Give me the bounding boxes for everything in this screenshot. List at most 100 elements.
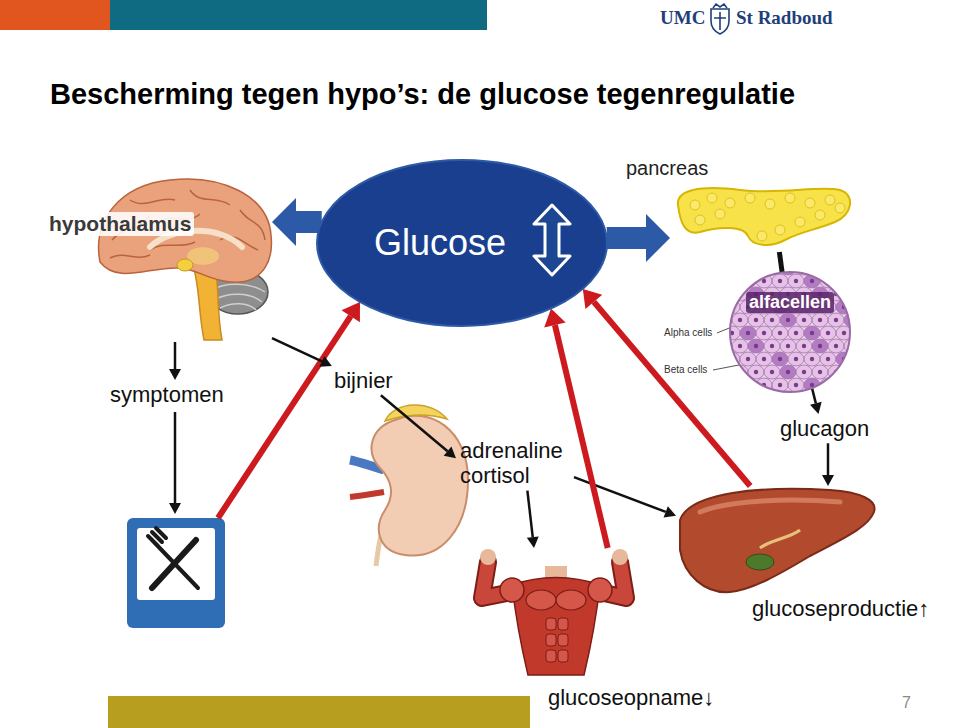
cell-nucleus <box>850 370 854 374</box>
cell-nucleus <box>722 370 726 374</box>
cell-nucleus <box>842 383 846 387</box>
cell <box>724 352 740 366</box>
connector-arrow <box>527 491 539 548</box>
cell <box>764 313 780 327</box>
arrowhead <box>822 475 834 486</box>
cell <box>740 326 756 340</box>
cell-nucleus <box>834 396 838 400</box>
cell <box>836 378 852 392</box>
pancreas-lobule <box>707 193 717 203</box>
food-icon-fork <box>148 528 198 588</box>
cell-nucleus <box>810 357 814 361</box>
cell <box>716 339 732 353</box>
connector-arrow <box>779 252 782 273</box>
cell-nucleus <box>858 357 862 361</box>
chest-muscle <box>556 590 586 610</box>
cell-nucleus <box>786 266 790 270</box>
cell-nucleus <box>842 279 846 283</box>
cell-nucleus <box>858 383 862 387</box>
cell-nucleus <box>818 266 822 270</box>
cell-nucleus <box>802 266 806 270</box>
cell-nucleus <box>794 279 798 283</box>
cell <box>828 313 844 327</box>
arrowhead <box>810 402 822 414</box>
cell-nucleus <box>834 344 838 348</box>
connector-line <box>174 342 177 369</box>
text-node: bijnier <box>330 366 397 395</box>
cell <box>788 274 804 288</box>
cell-nucleus <box>818 396 822 400</box>
pancreas-lobule <box>775 225 785 235</box>
cell <box>852 326 868 340</box>
food-icon-inner <box>137 528 215 600</box>
slide-title: Bescherming tegen hypo’s: de glucose teg… <box>50 78 795 111</box>
cell-nucleus <box>810 279 814 283</box>
node-text: hypothalamus <box>46 212 194 236</box>
cell-circle-ground <box>730 272 850 392</box>
cell-nucleus <box>826 331 830 335</box>
cell-nucleus <box>754 370 758 374</box>
node-text: adrenaline cortisol <box>456 436 574 491</box>
cell <box>812 313 828 327</box>
cell-nucleus <box>722 292 726 296</box>
cell <box>780 365 796 379</box>
cell-nucleus <box>826 357 830 361</box>
cell-nucleus <box>810 331 814 335</box>
cell <box>772 326 788 340</box>
cerebrum-fold <box>190 190 230 205</box>
cell-nucleus <box>818 318 822 322</box>
cell <box>764 339 780 353</box>
arrowhead <box>583 289 602 309</box>
pancreas-lobule <box>805 198 815 208</box>
node-text: glucagon <box>776 414 873 443</box>
pancreas-lobule <box>715 209 725 219</box>
cell-nucleus <box>754 396 758 400</box>
connector-arrow <box>544 309 607 548</box>
cell <box>796 339 812 353</box>
cell <box>716 287 732 301</box>
abdominal-muscle <box>558 618 568 630</box>
cell-nucleus <box>818 370 822 374</box>
cell-circle-drawing <box>730 272 850 392</box>
cell <box>812 261 828 275</box>
arrowhead <box>527 536 539 548</box>
torso <box>512 578 600 676</box>
kidney-shape <box>372 416 468 556</box>
glucose-ellipse: Glucose <box>317 160 607 326</box>
drawing-group <box>317 160 607 326</box>
label-holder: Beta cells <box>664 364 707 376</box>
connector-line <box>272 338 322 361</box>
cell-circle: alfacellen <box>730 272 850 392</box>
cell-nucleus <box>754 318 758 322</box>
brain-illustration: hypothalamus <box>44 176 272 342</box>
hypothalamus-spot <box>177 259 193 271</box>
pancreas-lobule <box>785 193 795 203</box>
cell-nucleus <box>722 344 726 348</box>
cell <box>724 326 740 340</box>
cell-nucleus <box>770 266 774 270</box>
cell <box>796 391 812 405</box>
cell-label: Beta cells <box>664 364 707 376</box>
cell-nucleus <box>746 383 750 387</box>
arrow-head <box>342 302 361 322</box>
connector-arrow <box>810 388 822 414</box>
cell-nucleus <box>738 344 742 348</box>
cell <box>732 391 748 405</box>
cell <box>732 261 748 275</box>
cell-nucleus <box>730 383 734 387</box>
cell <box>772 274 788 288</box>
food-icon-plate <box>127 518 225 628</box>
label-holder: St Radboud <box>736 7 833 29</box>
pancreas-lobule <box>745 193 755 203</box>
abdominal-muscle <box>546 634 556 646</box>
cell <box>748 313 764 327</box>
page-number: 7 <box>902 694 911 712</box>
connector-line <box>527 491 532 537</box>
arrow-line <box>174 412 177 503</box>
brain-illustration-drawing <box>44 176 272 342</box>
cell-nucleus <box>834 318 838 322</box>
connector-line <box>574 477 666 512</box>
cell-nucleus <box>786 370 790 374</box>
cell-nucleus <box>802 370 806 374</box>
pancreas-lobule <box>825 195 835 205</box>
